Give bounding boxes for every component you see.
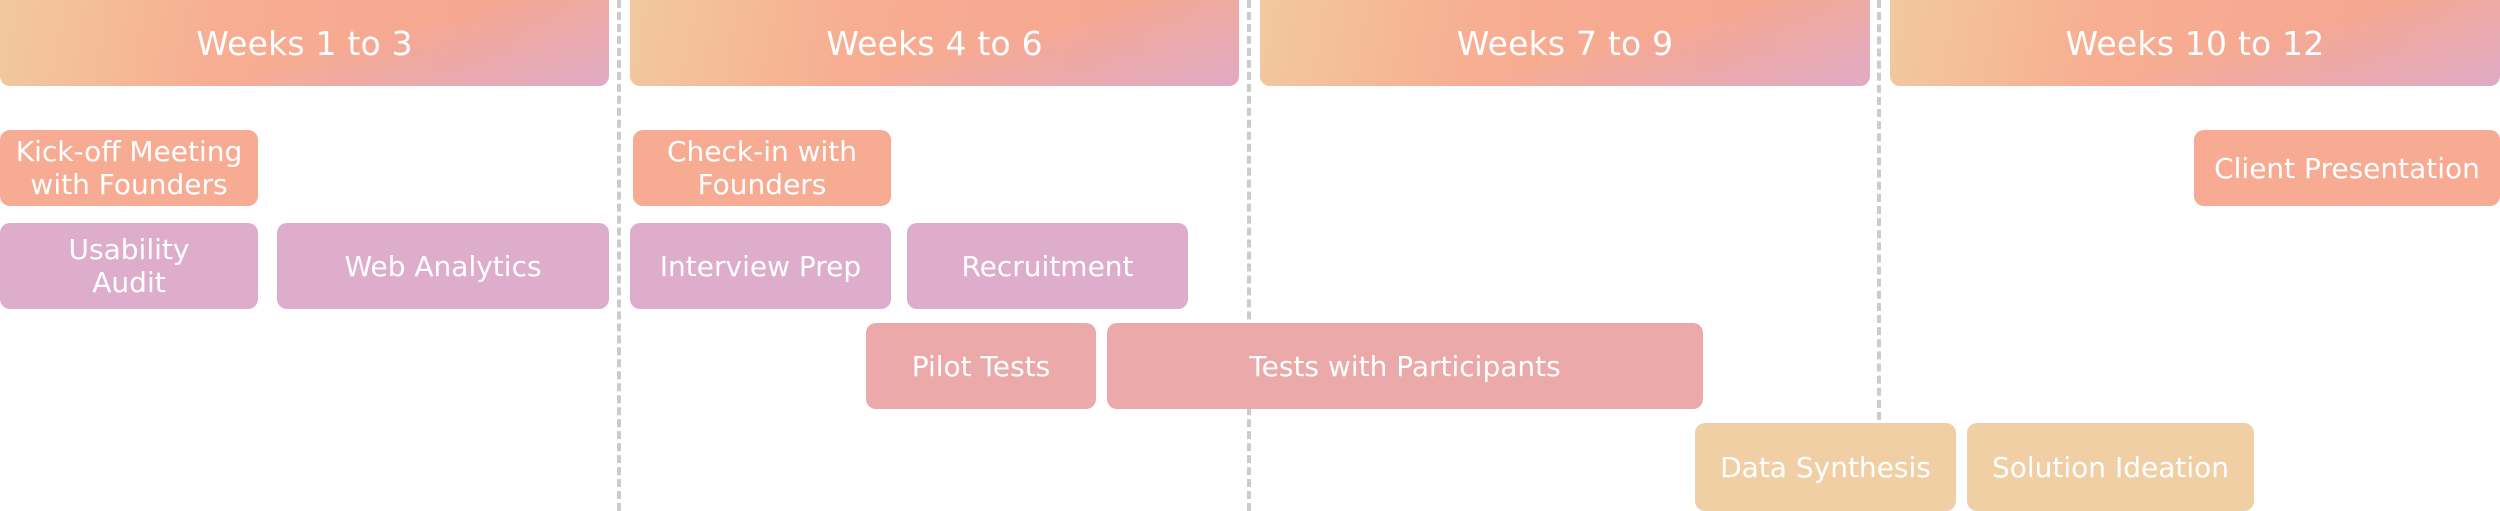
- task-web-analytics: Web Analytics: [277, 223, 609, 309]
- phase-header-weeks-10-12: Weeks 10 to 12: [1890, 0, 2500, 86]
- phase-divider: [1247, 0, 1251, 511]
- task-label-line: with Founders: [30, 168, 228, 201]
- task-recruitment: Recruitment: [907, 223, 1188, 309]
- task-label-line: Kick-off Meeting: [15, 135, 243, 168]
- phase-header-label: Weeks 4 to 6: [826, 23, 1043, 63]
- task-data-synthesis: Data Synthesis: [1695, 423, 1956, 511]
- task-interview-prep: Interview Prep: [630, 223, 891, 309]
- phase-header-weeks-1-3: Weeks 1 to 3: [0, 0, 609, 86]
- phase-header-weeks-4-6: Weeks 4 to 6: [630, 0, 1239, 86]
- task-label-line: Audit: [92, 266, 166, 299]
- task-label: Client Presentation: [2214, 151, 2480, 185]
- task-label: Solution Ideation: [1991, 450, 2229, 484]
- task-solution-ideation: Solution Ideation: [1967, 423, 2254, 511]
- task-label: Recruitment: [961, 249, 1134, 283]
- phase-header-label: Weeks 10 to 12: [2065, 23, 2325, 63]
- task-usability-audit: Usability Audit: [0, 223, 258, 309]
- task-label: Tests with Participants: [1249, 349, 1561, 383]
- task-label: Web Analytics: [344, 249, 542, 283]
- task-label-line: Usability: [68, 233, 190, 266]
- phase-divider: [617, 0, 621, 511]
- task-tests-with-participants: Tests with Participants: [1107, 323, 1703, 409]
- task-label: Pilot Tests: [911, 349, 1051, 383]
- phase-header-label: Weeks 7 to 9: [1456, 23, 1674, 63]
- task-kickoff-meeting: Kick-off Meeting with Founders: [0, 130, 258, 206]
- phase-header-label: Weeks 1 to 3: [196, 23, 413, 63]
- task-label-line: Founders: [697, 168, 827, 201]
- phase-header-weeks-7-9: Weeks 7 to 9: [1260, 0, 1870, 86]
- task-check-in: Check-in with Founders: [633, 130, 891, 206]
- task-label: Data Synthesis: [1720, 450, 1931, 484]
- task-client-presentation: Client Presentation: [2194, 130, 2500, 206]
- phase-divider: [1877, 0, 1881, 420]
- task-label: Interview Prep: [659, 249, 862, 283]
- task-label-line: Check-in with: [666, 135, 858, 168]
- task-pilot-tests: Pilot Tests: [866, 323, 1096, 409]
